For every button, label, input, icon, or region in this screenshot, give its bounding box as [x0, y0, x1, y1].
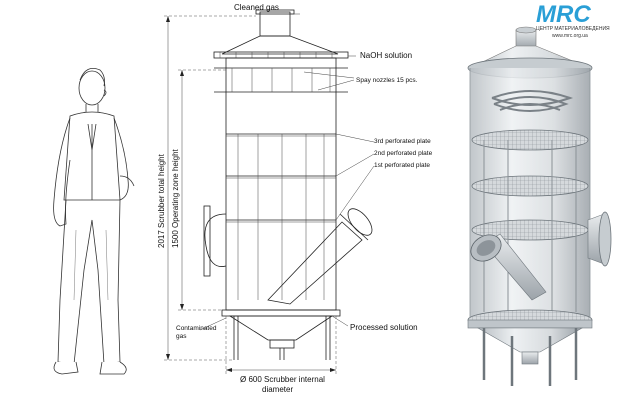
label-plate-2: 2nd perforated plate [374, 150, 433, 157]
label-diameter-line2: diameter [262, 385, 293, 394]
label-diameter-line1: Ø 600 Scrubber internal [240, 375, 325, 384]
label-spray-nozzles: Spay nozzles 15 pcs. [356, 77, 418, 84]
label-processed-solution: Processed solution [350, 323, 418, 332]
label-contaminated-gas: Contaminated gas [176, 325, 217, 340]
label-contaminated-gas-line1: Contaminated [176, 325, 217, 332]
label-total-height: 2017 Scrubber total height [157, 153, 166, 248]
logo-url: www.mrc.org.ua [552, 33, 588, 39]
mrc-logo: MRC ЦЕНТР МАТЕРИАЛОВЕДЕНИЯ www.mrc.org.u… [536, 1, 610, 39]
label-operating-height: 1500 Operating zone height [171, 148, 180, 248]
technical-drawing [164, 9, 375, 374]
logo-subtitle: ЦЕНТР МАТЕРИАЛОВЕДЕНИЯ [536, 26, 610, 32]
label-plate-1: 1st perforated plate [374, 162, 430, 169]
label-diameter: Ø 600 Scrubber internal diameter [240, 375, 325, 394]
label-contaminated-gas-line2: gas [176, 333, 187, 340]
person-sketch [53, 67, 135, 375]
label-cleaned-gas: Cleaned gas [234, 3, 279, 12]
scrubber-3d-render [467, 26, 612, 386]
label-plate-3: 3rd perforated plate [374, 138, 431, 145]
label-naoh-solution: NaOH solution [360, 51, 412, 60]
logo-brand: MRC [536, 1, 591, 28]
